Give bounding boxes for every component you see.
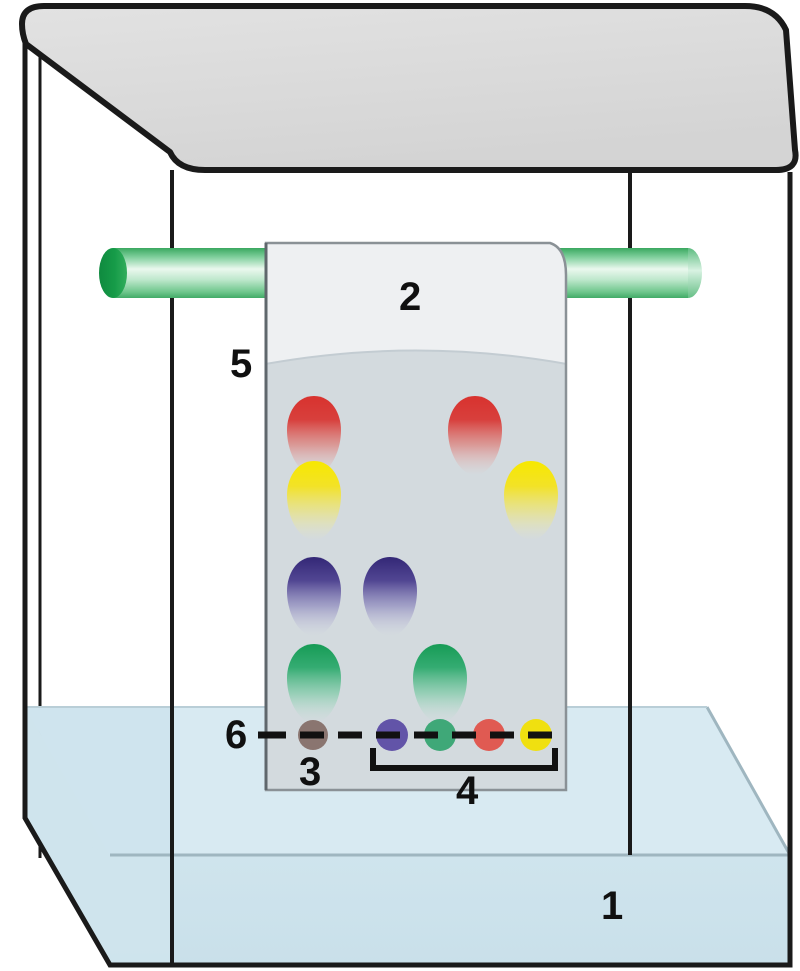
paper-outline <box>264 241 568 792</box>
spot-green-mid <box>413 644 467 723</box>
solvent-front-line <box>266 349 566 366</box>
spot-red-left <box>287 396 341 475</box>
mixture-spots-bracket <box>370 748 558 771</box>
rod-right-cap <box>688 248 702 298</box>
developed-spots-group <box>287 396 558 723</box>
callout-label-1: 1 <box>601 884 623 928</box>
chromatography-paper <box>262 241 568 792</box>
solvent-level-right-line <box>705 706 792 856</box>
origin-spot-red <box>473 719 505 751</box>
callout-label-4: 4 <box>456 769 478 813</box>
rod-left-cap <box>99 248 127 298</box>
spot-red-right <box>448 396 502 475</box>
spot-yellow-right <box>504 461 558 540</box>
glass-suspension-rod <box>99 248 702 298</box>
rod-right-body <box>560 248 688 298</box>
spot-green-left <box>287 644 341 723</box>
callout-label-2: 2 <box>399 275 421 319</box>
callout-label-3: 3 <box>299 750 321 794</box>
spot-purple-left <box>287 557 341 636</box>
callout-label-5: 5 <box>230 342 252 386</box>
origin-spot-green <box>424 719 456 751</box>
rod-left-body <box>113 248 271 298</box>
solvent-front-face <box>110 855 790 965</box>
spot-yellow-left <box>287 461 341 540</box>
callout-label-6: 6 <box>225 713 247 757</box>
lid-plate <box>19 3 799 173</box>
tank-lid <box>19 3 799 173</box>
spot-purple-mid <box>363 557 417 636</box>
solvent-left-wedge <box>25 707 172 965</box>
